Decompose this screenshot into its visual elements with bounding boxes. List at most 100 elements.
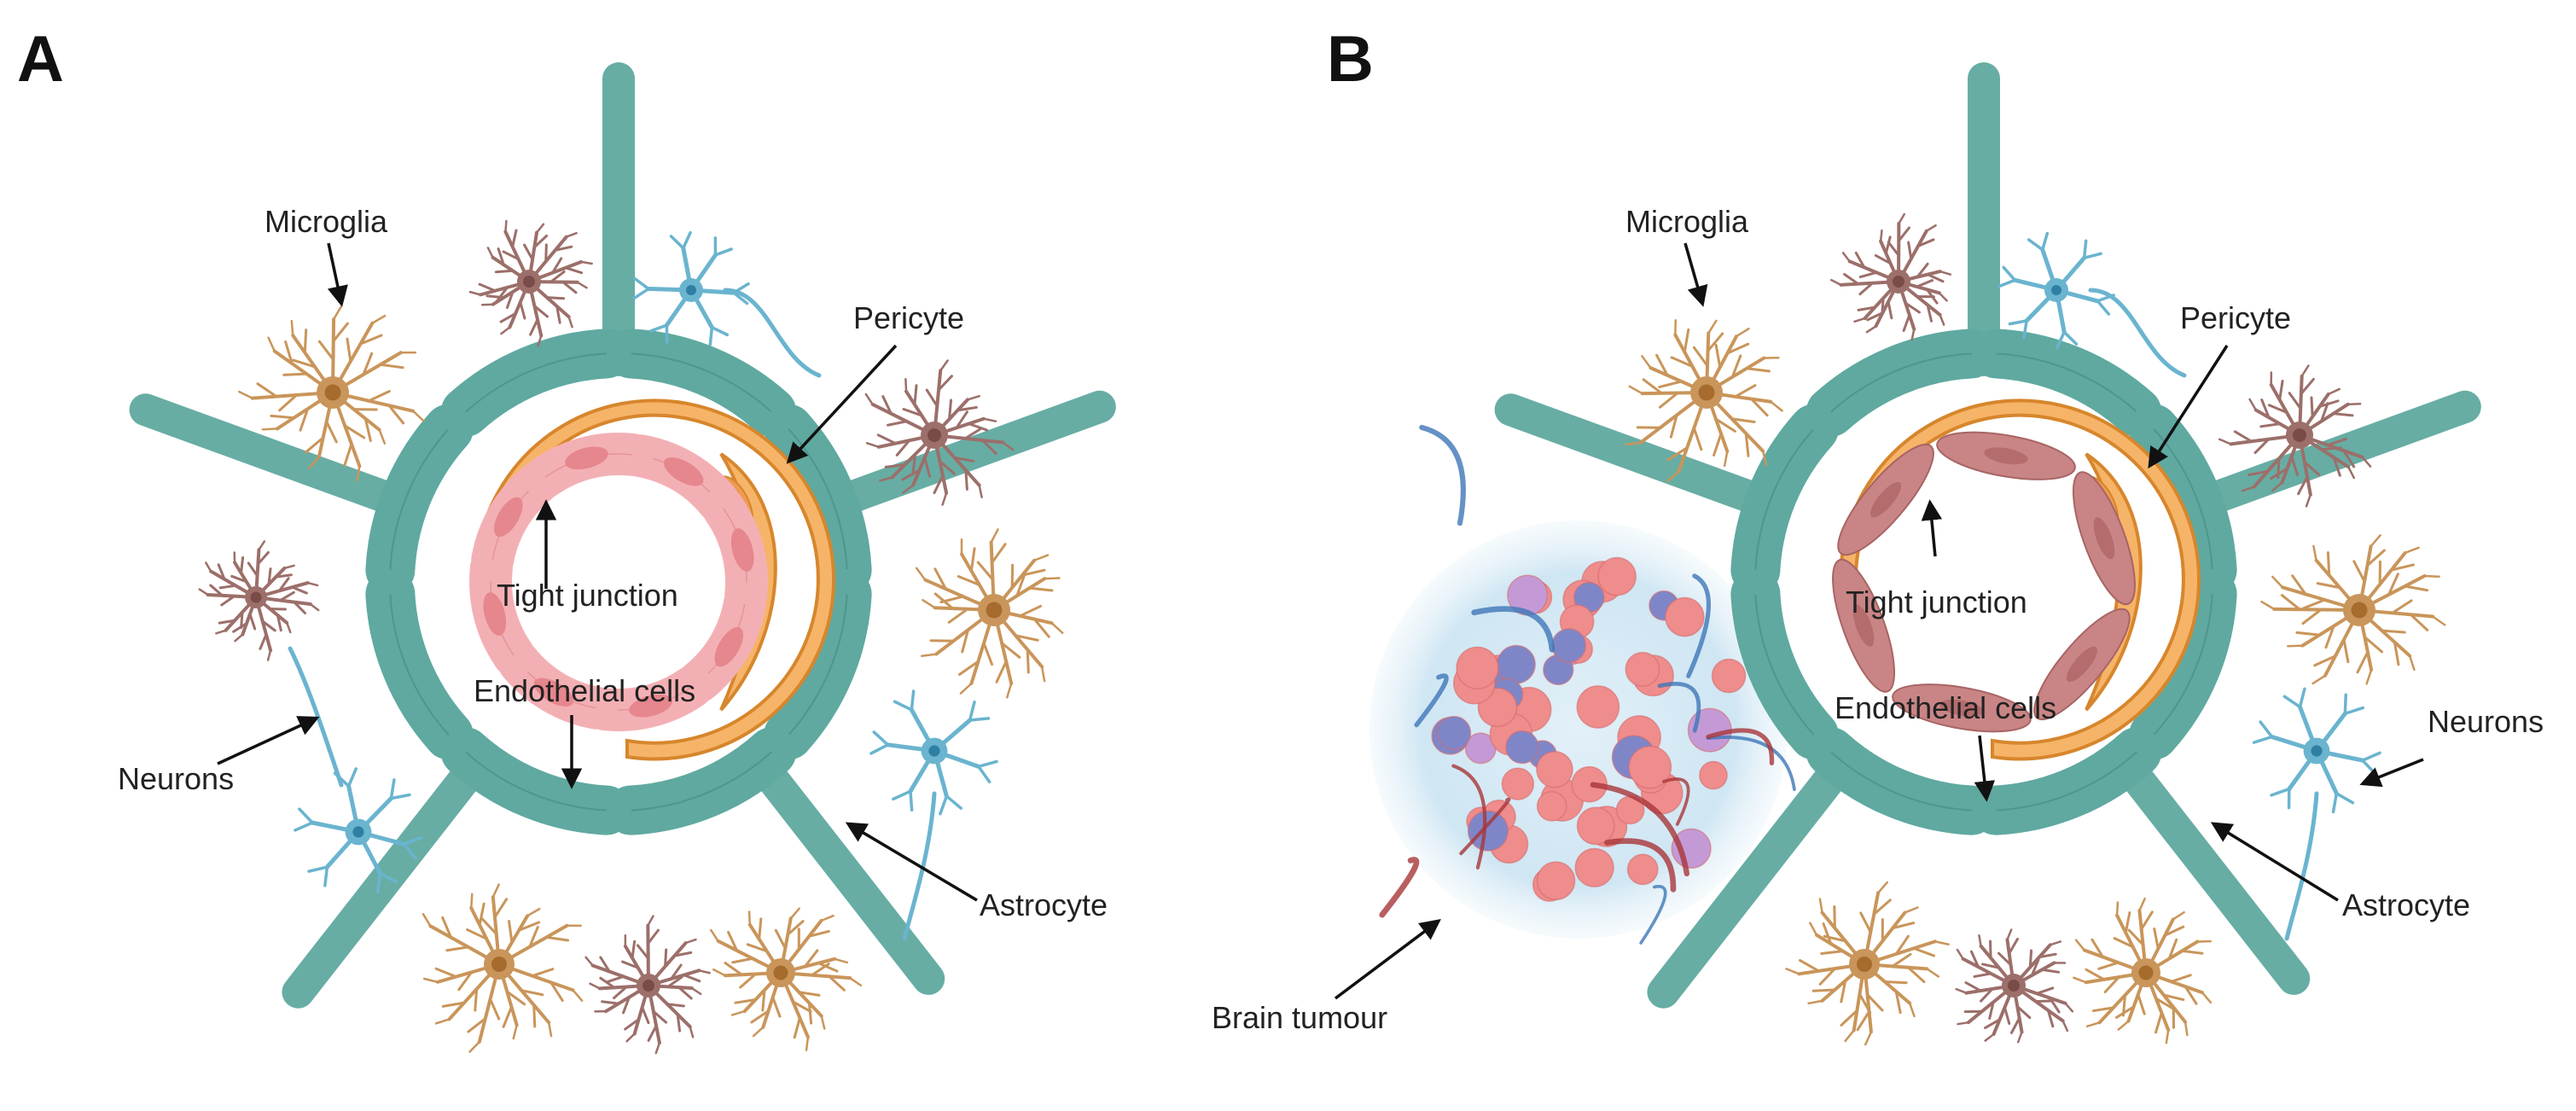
microglia-cell bbox=[1829, 212, 1952, 341]
tumour-cell bbox=[1437, 715, 1472, 751]
microglia-cell bbox=[198, 540, 320, 661]
tumour-cell bbox=[1626, 853, 1659, 886]
microglia-cell bbox=[915, 528, 1064, 699]
tumour-cell bbox=[1699, 760, 1728, 790]
endothelial-nucleus bbox=[1852, 604, 1875, 647]
tumour-cell bbox=[1628, 745, 1672, 789]
tumour-cell bbox=[1571, 765, 1608, 803]
endothelial-nucleus bbox=[2066, 646, 2097, 683]
astrocyte-label: Astrocyte bbox=[2342, 887, 2470, 922]
tumour-vessel bbox=[1451, 764, 1487, 870]
astrocyte-process bbox=[129, 393, 427, 523]
astrocyte-process bbox=[1647, 740, 1864, 1009]
microglia-cell bbox=[710, 907, 863, 1051]
astrocyte-label: Astrocyte bbox=[980, 887, 1108, 922]
neurons-label: Neurons bbox=[2428, 704, 2544, 739]
panel-a-letter: A bbox=[17, 23, 64, 96]
arrow-icon bbox=[1921, 499, 1943, 557]
arrow-icon bbox=[786, 344, 898, 464]
endothelial-nucleus bbox=[533, 678, 574, 707]
panel-b bbox=[1334, 62, 2481, 1046]
microglia-cell bbox=[468, 219, 593, 347]
brain-tumour bbox=[1369, 424, 1796, 945]
endothelial-nucleus bbox=[2093, 517, 2115, 560]
pericyte bbox=[474, 398, 836, 761]
panel-b-letter: B bbox=[1327, 23, 1374, 96]
pericyte-label: Pericyte bbox=[2180, 300, 2291, 335]
microglia-label: Microglia bbox=[1625, 204, 1749, 239]
tumour-vessel bbox=[1471, 606, 1555, 653]
arrow-icon bbox=[1974, 735, 1996, 802]
arrow-icon bbox=[1334, 919, 1441, 1000]
arrow-icon bbox=[1683, 242, 1708, 307]
tumour-cell bbox=[1551, 628, 1587, 663]
tumour-vessel bbox=[1657, 681, 1701, 733]
astrocyte-process bbox=[2104, 740, 2311, 995]
arrow-icon bbox=[2359, 758, 2424, 788]
astrocyte-process bbox=[1494, 393, 1792, 523]
neuron bbox=[288, 646, 423, 894]
tight-junction-label: Tight junction bbox=[1846, 585, 2027, 619]
tumour-vessel bbox=[1459, 797, 1511, 856]
endothelial-nucleus bbox=[629, 694, 672, 718]
tumour-cell bbox=[1711, 658, 1747, 694]
tumour-vessel bbox=[1414, 673, 1449, 728]
microglia-cell bbox=[864, 359, 1015, 506]
microglia-cell bbox=[422, 883, 584, 1053]
endothelial-nucleus bbox=[493, 497, 523, 538]
endothelial-nucleus bbox=[565, 446, 608, 470]
neuron bbox=[869, 689, 998, 941]
brain-tumour-label: Brain tumour bbox=[1212, 1000, 1387, 1035]
tumour-vessel bbox=[1706, 728, 1775, 765]
tumour-cell bbox=[1456, 646, 1499, 689]
tumour-cell bbox=[1576, 806, 1615, 846]
tumour-cell bbox=[1597, 556, 1637, 596]
neuron bbox=[632, 230, 822, 378]
tumour-cell bbox=[1536, 861, 1576, 900]
arrow-icon bbox=[2148, 345, 2229, 469]
endothelial-nucleus bbox=[1870, 481, 1902, 518]
tumour-vessel bbox=[1419, 424, 1466, 526]
neuron bbox=[1997, 231, 2187, 378]
astrocyte-process bbox=[282, 740, 498, 1009]
endothelial-nucleus bbox=[730, 528, 754, 572]
microglia-cell bbox=[2218, 364, 2372, 508]
tumour-cell bbox=[1467, 810, 1509, 852]
tumour-vessel bbox=[1662, 777, 1690, 826]
microglia-cell bbox=[1625, 318, 1783, 482]
tumour-cell bbox=[1536, 751, 1573, 788]
astrocyte-process bbox=[2176, 390, 2481, 523]
endothelial-nucleus bbox=[483, 592, 507, 636]
tumour-cell bbox=[1536, 791, 1567, 822]
microglia-cell bbox=[1785, 881, 1950, 1046]
tumour-vessel bbox=[1686, 573, 1712, 678]
microglia-cell bbox=[2260, 534, 2446, 685]
tumour-cell bbox=[1501, 767, 1535, 800]
endothelial-nucleus bbox=[714, 626, 744, 667]
pericyte-label: Pericyte bbox=[853, 300, 964, 335]
tumour-cell bbox=[1576, 685, 1620, 729]
tumour-vessel bbox=[1639, 885, 1667, 945]
endothelial-nucleus bbox=[1939, 699, 1984, 717]
endothelial-nucleus bbox=[1984, 447, 2028, 465]
endothelial-cells-label: Endothelial cells bbox=[474, 673, 695, 708]
tight-junction-label: Tight junction bbox=[497, 578, 678, 613]
tumour-vessel bbox=[1590, 782, 1690, 877]
tumour-vessel bbox=[1379, 857, 1420, 918]
microglia-cell bbox=[584, 915, 711, 1055]
microglia-cell bbox=[238, 305, 425, 482]
arrow-icon bbox=[327, 242, 348, 307]
tumour-cell bbox=[1665, 596, 1705, 637]
tumour-vessel bbox=[1604, 838, 1677, 893]
tumour-cell bbox=[1625, 651, 1660, 687]
tumour-cell bbox=[1497, 644, 1536, 684]
panel-a bbox=[129, 62, 1116, 1055]
arrow-icon bbox=[845, 822, 978, 902]
astrocyte-process bbox=[739, 740, 945, 995]
microglia-cell bbox=[2073, 897, 2213, 1044]
neurons-label: Neurons bbox=[118, 761, 234, 796]
microglia-cell bbox=[1955, 928, 2074, 1044]
astrocyte-process bbox=[811, 390, 1116, 523]
endothelial-nucleus bbox=[663, 457, 704, 486]
